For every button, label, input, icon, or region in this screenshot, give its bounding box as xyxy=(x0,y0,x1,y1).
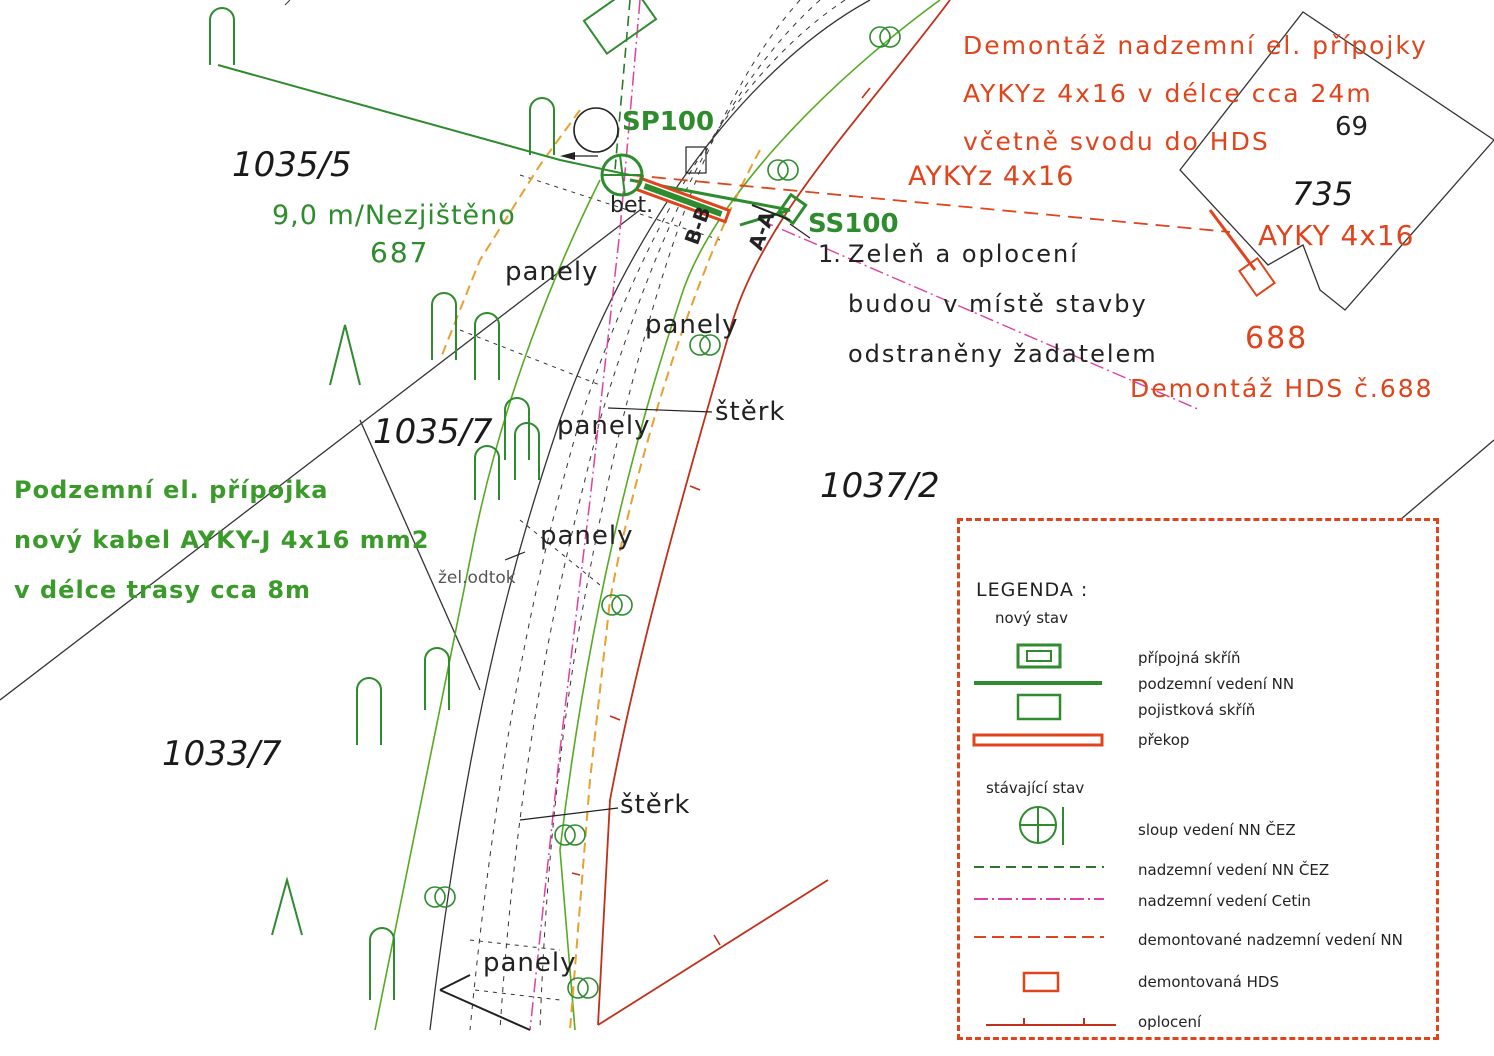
new-underground-line xyxy=(739,208,791,227)
road-dashed-line xyxy=(539,0,801,1031)
legend-item: demontovaná HDS xyxy=(1138,973,1279,991)
building-outline-735 xyxy=(1179,11,1494,311)
demontaz-hds-note: Demontáž HDS č.688 xyxy=(1130,374,1434,403)
demontovane-symbol xyxy=(974,936,1104,938)
legend-item: demontované nadzemní vedení NN xyxy=(1138,931,1403,949)
section-aa: A-A xyxy=(743,208,779,254)
sterk-label: štěrk xyxy=(715,397,785,427)
small-box xyxy=(685,146,707,174)
fence-ticks xyxy=(571,87,871,946)
cetin-line xyxy=(529,0,641,1031)
parcel-1037-2: 1037/2 xyxy=(820,466,940,506)
number-687: 687 xyxy=(370,236,429,269)
green-line xyxy=(559,0,941,1031)
nn-cez-line xyxy=(614,0,631,171)
fence-line xyxy=(597,0,951,1026)
tree-symbols xyxy=(209,7,555,1000)
section-bb: B-B xyxy=(680,203,716,248)
road-edge-line xyxy=(429,0,871,1031)
zelen-note-line: budou v místě stavby xyxy=(848,290,1148,318)
legend-new-state: nový stav xyxy=(995,609,1068,627)
road-dashed-line xyxy=(499,0,821,1031)
nn-cez-symbol xyxy=(974,866,1104,868)
parcel-boundary-line xyxy=(0,209,641,701)
panely-label: panely xyxy=(483,948,577,978)
green-box xyxy=(582,0,658,55)
podzemni-note-line: Podzemní el. přípojka xyxy=(14,476,328,504)
panel-dividers xyxy=(459,174,721,1001)
legend-item: přípojná skříň xyxy=(1138,649,1241,667)
legend-item: nadzemní vedení NN ČEZ xyxy=(1138,861,1330,879)
legend-item: oplocení xyxy=(1138,1013,1202,1031)
demounted-svod xyxy=(1208,209,1257,271)
legend-title: LEGENDA : xyxy=(976,579,1089,601)
panely-label: panely xyxy=(505,257,599,287)
prekop-symbol xyxy=(972,733,1104,747)
sterk-label: štěrk xyxy=(620,790,690,820)
number-69: 69 xyxy=(1335,112,1368,142)
orange-boundary xyxy=(439,109,581,361)
panely-label: panely xyxy=(557,411,651,441)
legend-item: podzemní vedení NN xyxy=(1138,675,1295,693)
panely-label: panely xyxy=(645,310,739,340)
zelen-note-line: Zeleň a oplocení xyxy=(848,240,1079,268)
cetin-line xyxy=(759,219,1201,411)
orange-boundary xyxy=(569,149,761,1031)
sloup-symbol xyxy=(1019,806,1064,845)
oplocení-symbol xyxy=(986,1018,1116,1026)
nezjisteno-label: 9,0 m/Nezjištěno xyxy=(272,200,516,231)
road-dashed-line xyxy=(469,0,846,1031)
trench-inner xyxy=(643,183,723,217)
demontaz-note-line: AYKYz 4x16 v délce cca 24m xyxy=(963,79,1373,108)
legend-item: překop xyxy=(1138,731,1190,749)
parcel-1035-5: 1035/5 xyxy=(232,145,352,185)
note-number: 1. xyxy=(818,240,841,268)
legend: LEGENDA : nový stav přípojná skříň podze… xyxy=(957,518,1439,1040)
demontovana-hds-symbol xyxy=(1022,971,1060,993)
ss100-label: SS100 xyxy=(808,209,899,239)
pole-circle xyxy=(573,107,619,153)
legend-item: nadzemní vedení Cetin xyxy=(1138,892,1311,910)
bet-label: bet. xyxy=(610,193,653,218)
zel-odtok-label: žel.odtok xyxy=(438,568,516,588)
legend-existing-state: stávající stav xyxy=(986,779,1085,797)
podzemni-note-line: v délce trasy cca 8m xyxy=(14,576,311,604)
sp100-label: SP100 xyxy=(622,107,714,137)
panely-label: panely xyxy=(540,521,634,551)
parcel-735: 735 xyxy=(1292,175,1353,213)
pojistkova-skrin-symbol xyxy=(1016,693,1062,721)
parcel-boundary-line xyxy=(359,419,481,691)
ayky-label: AYKY 4x16 xyxy=(1258,219,1414,252)
green-line xyxy=(374,179,601,1031)
bush-symbols xyxy=(424,26,901,999)
demontaz-note-line: včetně svodu do HDS xyxy=(963,127,1270,156)
demontaz-note-line: Demontáž nadzemní el. přípojky xyxy=(963,31,1428,60)
demounted-hds-688 xyxy=(1237,257,1277,297)
legend-item: sloup vedení NN ČEZ xyxy=(1138,821,1296,839)
legend-item: pojistková skříň xyxy=(1138,701,1256,719)
pripojna-skrin-symbol xyxy=(1016,643,1062,669)
fence-line xyxy=(597,879,829,1026)
parcel-1035-7: 1035/7 xyxy=(373,412,493,452)
demounted-line xyxy=(629,174,1231,233)
podzemni-note-line: nový kabel AYKY-J 4x16 mm2 xyxy=(14,526,429,554)
aykyz-label: AYKYz 4x16 xyxy=(908,161,1074,192)
parcel-1033-7: 1033/7 xyxy=(162,734,282,774)
cetin-symbol xyxy=(974,898,1104,900)
parcel-boundary-line xyxy=(1399,439,1494,521)
zelen-note-line: odstraněny žadatelem xyxy=(848,340,1158,368)
connection-line xyxy=(217,64,631,176)
podzemni-vedeni-symbol xyxy=(974,681,1102,685)
number-688: 688 xyxy=(1245,321,1308,356)
